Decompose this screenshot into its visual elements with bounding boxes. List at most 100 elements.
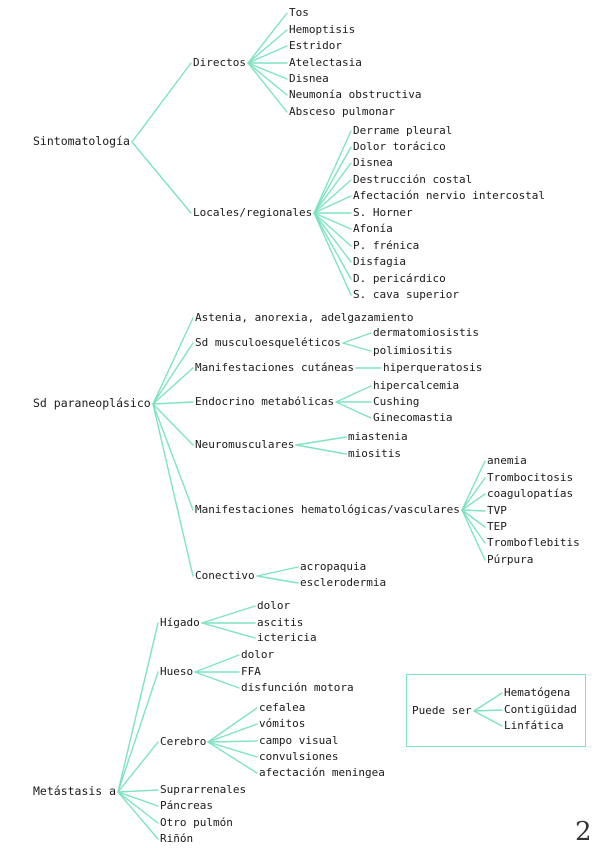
- leaf-hipercalcemia: hipercalcemia: [373, 379, 460, 392]
- branch-line: [152, 367, 194, 405]
- branch-line: [313, 195, 352, 214]
- branch-line: [207, 723, 258, 743]
- leaf-coagulopatias: coagulopatías: [487, 487, 574, 500]
- leaf-ffa: FFA: [241, 665, 261, 678]
- branch-line: [207, 741, 258, 758]
- branch-node-endocrino-metabolicas: Endocrino metabólicas: [195, 395, 335, 408]
- branch-line: [335, 401, 372, 419]
- branch-line: [342, 332, 372, 344]
- branch-node-pancreas: Páncreas: [160, 799, 213, 812]
- leaf-esclerodermia: esclerodermia: [300, 576, 387, 589]
- branch-line: [117, 741, 159, 793]
- branch-line: [117, 791, 159, 840]
- leaf-ginecomastia: Ginecomastia: [373, 411, 453, 424]
- branch-line: [131, 62, 192, 143]
- branch-line: [256, 566, 299, 577]
- leaf-purpura: Púrpura: [487, 553, 534, 566]
- branch-line: [247, 62, 288, 80]
- branch-node-higado: Hígado: [160, 616, 200, 629]
- leaf-disnea: Disnea: [353, 156, 393, 169]
- branch-line: [335, 385, 372, 403]
- branch-line: [461, 460, 486, 511]
- branch-node-puede-ser: Puede ser: [412, 704, 472, 717]
- page-number: 2: [575, 817, 592, 847]
- leaf-convulsiones: convulsiones: [259, 750, 339, 763]
- branch-line: [201, 622, 256, 639]
- branch-node-rinon: Riñón: [160, 832, 194, 845]
- branch-line: [473, 709, 503, 712]
- branch-line: [461, 509, 486, 528]
- leaf-tep: TEP: [487, 520, 507, 533]
- branch-line: [152, 317, 194, 405]
- leaf-derrame-pleural: Derrame pleural: [353, 124, 453, 137]
- branch-line: [342, 342, 372, 352]
- branch-node-astenia-anorexia-adelgazamiento: Astenia, anorexia, adelgazamiento: [195, 311, 414, 324]
- leaf-anemia: anemia: [487, 454, 527, 467]
- branch-node-neuromusculares: Neuromusculares: [195, 438, 295, 451]
- leaf-p-frenica: P. frénica: [353, 239, 420, 252]
- leaf-tos: Tos: [289, 6, 309, 19]
- branch-line: [313, 146, 352, 214]
- leaf-dermatomiosistis: dermatomiosistis: [373, 326, 479, 339]
- leaf-disnea: Disnea: [289, 72, 329, 85]
- leaf-tvp: TVP: [487, 504, 507, 517]
- branch-line: [313, 130, 352, 214]
- branch-line: [117, 789, 159, 793]
- branch-line: [473, 692, 503, 712]
- leaf-afectacion-meningea: afectación meningea: [259, 766, 385, 779]
- branch-line: [313, 162, 352, 214]
- puede-ser-box: [406, 674, 586, 747]
- branch-line: [247, 45, 288, 64]
- branch-line: [131, 141, 192, 214]
- branch-line: [117, 791, 159, 807]
- leaf-linfatica: Linfática: [504, 719, 564, 732]
- leaf-miositis: miositis: [348, 447, 401, 460]
- leaf-s-horner: S. Horner: [353, 206, 413, 219]
- branch-node-otro-pulmon: Otro pulmón: [160, 816, 233, 829]
- leaf-tromboflebitis: Tromboflebitis: [487, 536, 580, 549]
- branch-node-manifestaciones-hematologicas-vasculares: Manifestaciones hematológicas/vasculares: [195, 503, 460, 516]
- branch-line: [152, 401, 194, 405]
- leaf-d-pericardico: D. pericárdico: [353, 272, 446, 285]
- branch-node-directos: Directos: [193, 56, 246, 69]
- branch-line: [247, 62, 288, 113]
- branch-line: [117, 671, 159, 793]
- leaf-contiguidad: Contigüidad: [504, 703, 577, 716]
- branch-line: [247, 29, 288, 64]
- branch-line: [247, 12, 288, 64]
- leaf-polimiositis: polimiositis: [373, 344, 453, 357]
- branch-line: [256, 575, 299, 584]
- branch-node-suprarrenales: Suprarrenales: [160, 783, 247, 796]
- leaf-afectacion-nervio-intercostal: Afectación nervio intercostal: [353, 189, 546, 202]
- leaf-neumonia-obstructiva: Neumonía obstructiva: [289, 88, 422, 101]
- leaf-atelectasia: Atelectasia: [289, 56, 362, 69]
- branch-line: [152, 403, 194, 577]
- root-node-sintomatologia: Sintomatología: [33, 134, 130, 148]
- leaf-vomitos: vómitos: [259, 717, 306, 730]
- leaf-cushing: Cushing: [373, 395, 420, 408]
- leaf-acropaquia: acropaquia: [300, 560, 367, 573]
- leaf-s-cava-superior: S. cava superior: [353, 288, 459, 301]
- branch-line: [117, 622, 159, 793]
- branch-node-conectivo: Conectivo: [195, 569, 255, 582]
- leaf-dolor: dolor: [257, 599, 291, 612]
- leaf-cefalea: cefalea: [259, 701, 306, 714]
- branch-line: [194, 671, 240, 689]
- branch-line: [461, 493, 486, 511]
- branch-line: [295, 444, 347, 455]
- branch-line: [207, 707, 258, 743]
- branch-node-sd-musculoesqueleticos: Sd musculoesqueléticos: [195, 336, 341, 349]
- branch-line: [473, 710, 503, 727]
- branch-line: [461, 477, 486, 511]
- leaf-estridor: Estridor: [289, 39, 342, 52]
- branch-line: [313, 212, 352, 296]
- leaf-dolor-toracico: Dolor torácico: [353, 140, 446, 153]
- branch-node-locales-regionales: Locales/regionales: [193, 206, 313, 219]
- branch-line: [194, 654, 240, 673]
- leaf-trombocitosis: Trombocitosis: [487, 471, 574, 484]
- branch-line: [152, 403, 194, 446]
- leaf-disfagia: Disfagia: [353, 255, 406, 268]
- leaf-hiperqueratosis: hiperqueratosis: [383, 361, 483, 374]
- branch-line: [152, 403, 194, 511]
- leaf-hemoptisis: Hemoptisis: [289, 23, 356, 36]
